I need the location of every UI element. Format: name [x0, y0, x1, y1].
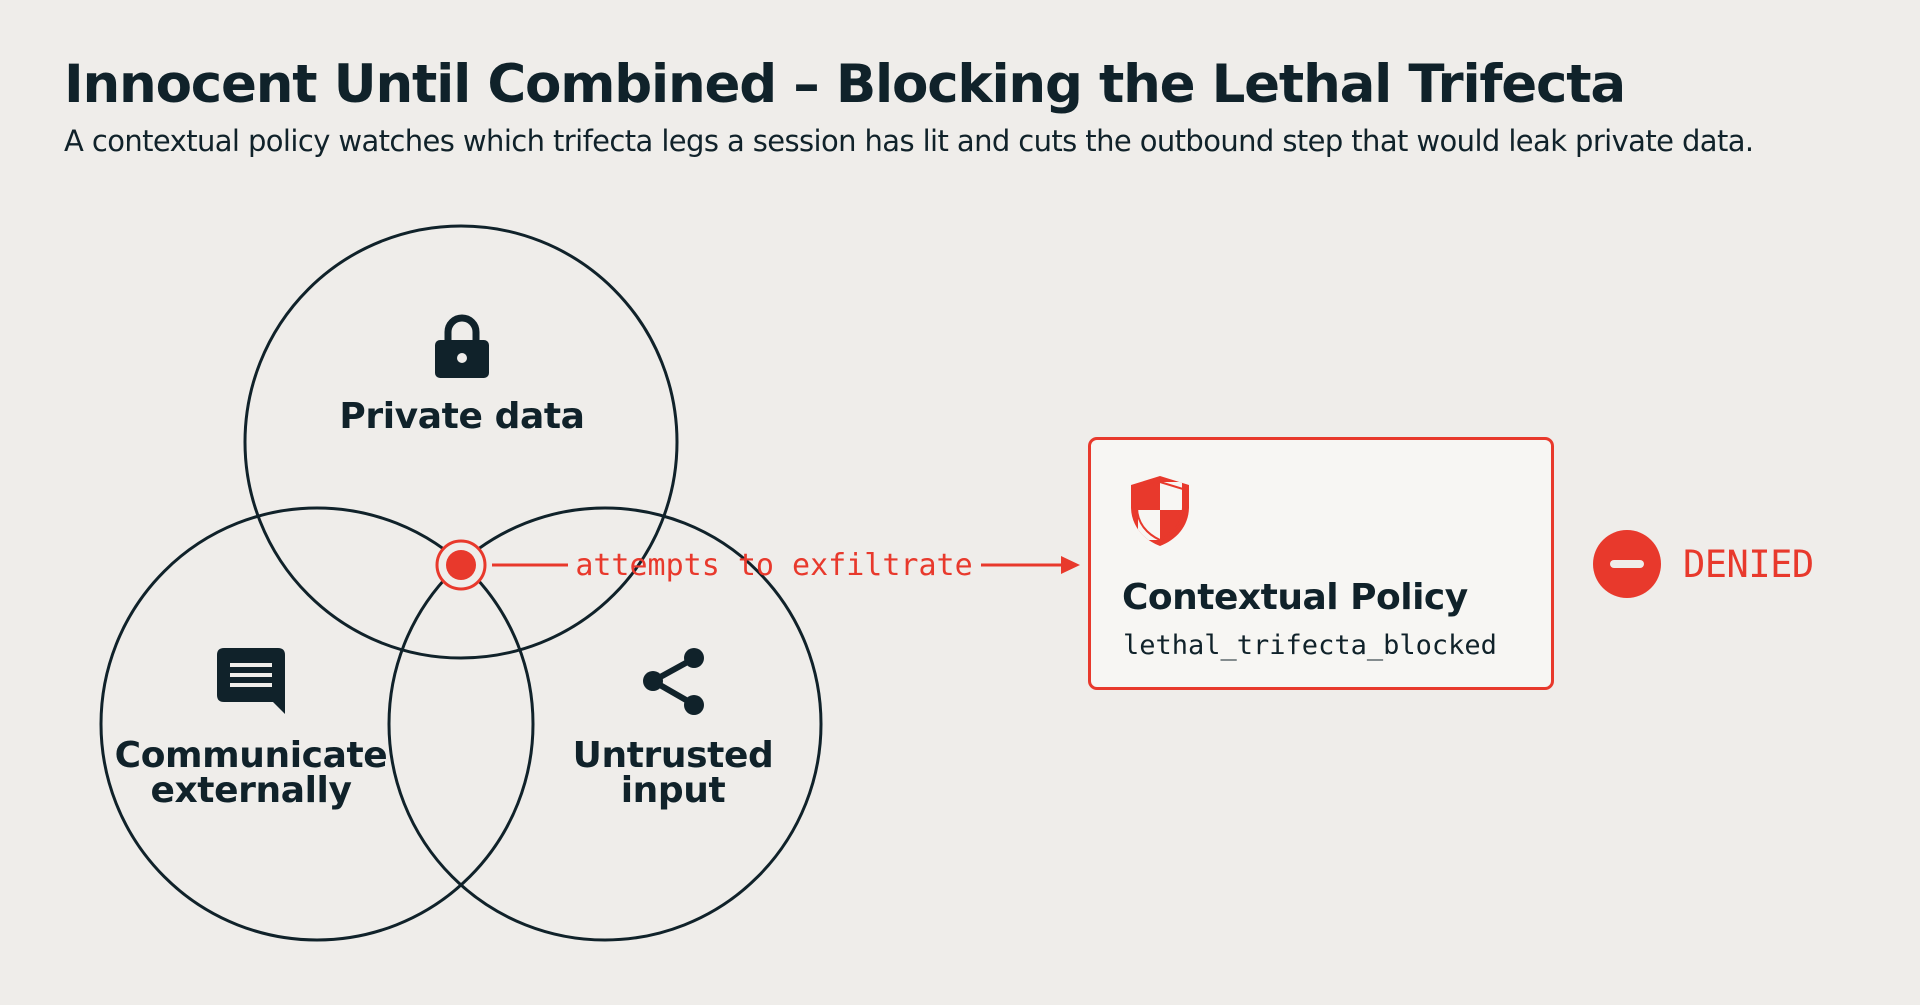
circle-label-communicate-line2: externally [150, 770, 351, 811]
arrow-label: attempts to exfiltrate [575, 548, 972, 583]
lock-icon [435, 314, 489, 378]
denied-label: DENIED [1683, 542, 1814, 586]
policy-code: lethal_trifecta_blocked [1123, 630, 1497, 661]
circle-label-untrusted-line2: input [621, 770, 726, 811]
private-data-circle [243, 224, 679, 660]
circle-label-communicate-line1: Communicate [115, 735, 388, 776]
chat-message-icon [217, 648, 285, 714]
untrusted-input-circle [387, 506, 823, 942]
policy-card: Contextual Policy lethal_trifecta_blocke… [1088, 437, 1554, 690]
intersection-target-icon [435, 539, 487, 591]
circle-label-private-data: Private data [339, 396, 584, 437]
communicate-externally-circle [99, 506, 535, 942]
share-icon [643, 648, 704, 715]
circle-label-untrusted-line1: Untrusted [573, 735, 774, 776]
page-title: Innocent Until Combined – Blocking the L… [64, 54, 1626, 115]
exfiltrate-arrow [492, 556, 1080, 574]
shield-icon [1131, 476, 1189, 546]
page-subtitle: A contextual policy watches which trifec… [64, 124, 1754, 158]
minus-circle-icon [1593, 530, 1661, 598]
denied-status: DENIED [1593, 530, 1814, 598]
policy-title: Contextual Policy [1122, 577, 1468, 618]
